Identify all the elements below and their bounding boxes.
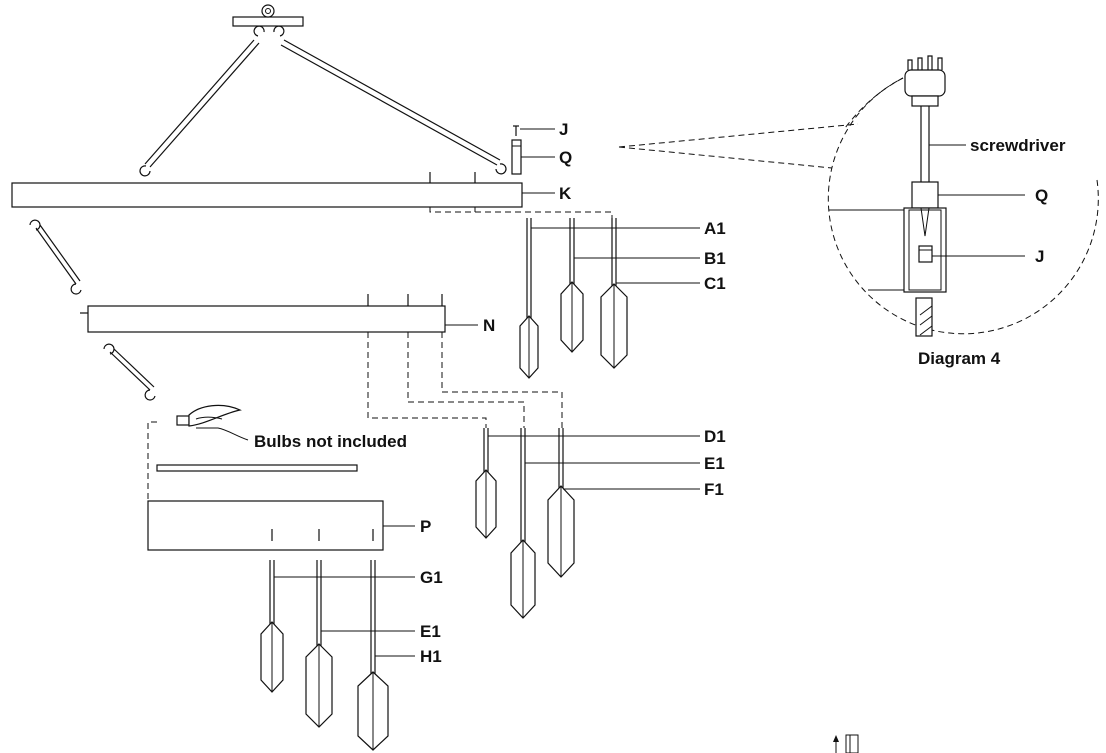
pendant-b1 <box>560 218 584 353</box>
pendant-e1-lower <box>305 560 333 728</box>
bar-k <box>11 172 555 208</box>
label-d1: D1 <box>704 427 726 446</box>
ceiling-canopy <box>232 4 304 37</box>
small-symbol <box>833 734 859 753</box>
label-f1: F1 <box>704 480 724 499</box>
pendant-e1 <box>510 428 536 619</box>
pendant-a1 <box>519 218 539 379</box>
label-q: Q <box>559 148 572 167</box>
bulb-icon <box>176 404 249 441</box>
detail-connector-q <box>829 181 1025 337</box>
hook-rod-k <box>29 219 82 295</box>
label-e1: E1 <box>704 454 725 473</box>
bar-n <box>80 294 478 333</box>
label-q-detail: Q <box>1035 186 1048 205</box>
label-g1: G1 <box>420 568 443 587</box>
pendant-f1 <box>547 428 575 578</box>
screw-j <box>513 125 555 136</box>
bar-p <box>147 500 415 551</box>
pendant-d1 <box>475 428 497 539</box>
hook-rod-n <box>103 343 156 401</box>
label-c1: C1 <box>704 274 726 293</box>
detail-callout <box>618 77 1099 335</box>
label-diagram-4: Diagram 4 <box>918 349 1001 368</box>
label-bulbs-not-included: Bulbs not included <box>254 432 407 451</box>
label-b1: B1 <box>704 249 726 268</box>
label-k: K <box>559 184 572 203</box>
label-e1-lower: E1 <box>420 622 441 641</box>
label-j-detail: J <box>1035 247 1044 266</box>
pendant-h1 <box>357 560 389 751</box>
label-h1: H1 <box>420 647 442 666</box>
pendant-c1 <box>600 218 628 369</box>
label-p: P <box>420 517 431 536</box>
screwdriver-icon <box>904 55 966 182</box>
connector-q <box>511 139 555 175</box>
suspension-rod-left <box>139 39 260 177</box>
pendant-g1 <box>260 560 284 693</box>
extension-rod <box>156 464 358 472</box>
label-n: N <box>483 316 495 335</box>
label-a1: A1 <box>704 219 726 238</box>
suspension-rod-right <box>280 39 507 175</box>
label-screwdriver: screwdriver <box>970 136 1066 155</box>
label-j: J <box>559 120 568 139</box>
